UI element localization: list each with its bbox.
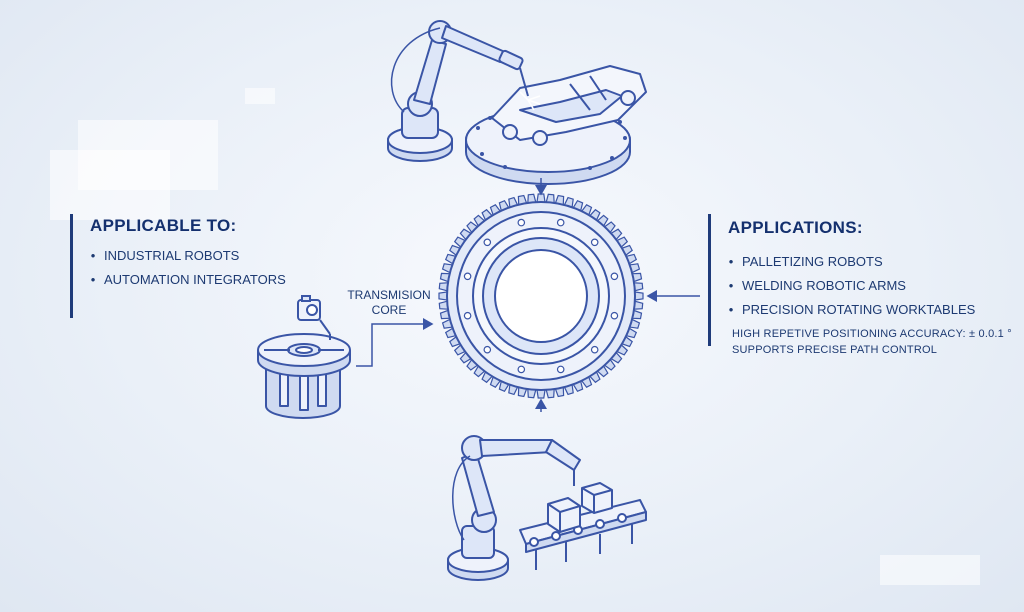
bullet: • bbox=[90, 248, 96, 263]
bolt-hole bbox=[517, 218, 526, 227]
background-glow bbox=[50, 150, 170, 220]
bolt-hole bbox=[517, 365, 526, 374]
background-glow bbox=[880, 555, 980, 585]
slewing-ring-gear-icon bbox=[438, 193, 644, 399]
palletizing-robot-icon bbox=[447, 435, 581, 581]
bullet: • bbox=[728, 254, 734, 269]
background-glow bbox=[245, 88, 275, 104]
list-item: • AUTOMATION INTEGRATORS bbox=[90, 272, 286, 287]
bolt-hole bbox=[556, 218, 565, 227]
core-label-line1: TRANSMISION bbox=[347, 288, 431, 302]
applications-heading: APPLICATIONS: bbox=[728, 218, 863, 237]
list-item: • INDUSTRIAL ROBOTS bbox=[90, 248, 240, 263]
bolt-hole bbox=[463, 311, 472, 320]
rotary-table-icon bbox=[257, 333, 351, 419]
list-item: • PRECISION ROTATING WORKTABLES bbox=[728, 302, 976, 317]
list-item-label: INDUSTRIAL ROBOTS bbox=[104, 248, 240, 263]
accuracy-note: HIGH REPETIVE POSITIONING ACCURACY: ± 0.… bbox=[732, 328, 1012, 340]
transmission-core-label: TRANSMISION CORE bbox=[334, 288, 444, 318]
bolt-hole bbox=[610, 311, 619, 320]
list-item-label: WELDING ROBOTIC ARMS bbox=[742, 278, 906, 293]
bolt-hole bbox=[483, 238, 492, 247]
bolt-hole bbox=[590, 345, 599, 354]
panel-accent-bar bbox=[70, 214, 73, 318]
path-control-note: SUPPORTS PRECISE PATH CONTROL bbox=[732, 344, 938, 356]
conveyor-icon bbox=[519, 482, 647, 570]
panel-accent-bar bbox=[708, 214, 711, 346]
bolt-hole bbox=[556, 365, 565, 374]
list-item-label: AUTOMATION INTEGRATORS bbox=[104, 272, 286, 287]
welding-robot-icon bbox=[387, 20, 647, 185]
bullet: • bbox=[90, 272, 96, 287]
list-item-label: PRECISION ROTATING WORKTABLES bbox=[742, 302, 976, 317]
core-label-line2: CORE bbox=[371, 303, 407, 317]
list-item: • PALLETIZING ROBOTS bbox=[728, 254, 883, 269]
applications-panel: APPLICATIONS: • PALLETIZING ROBOTS • WELDI… bbox=[708, 214, 1018, 346]
bullet: • bbox=[728, 278, 734, 293]
bolt-hole bbox=[483, 345, 492, 354]
bolt-hole bbox=[610, 272, 619, 281]
bolt-hole bbox=[590, 238, 599, 247]
camera-icon bbox=[297, 295, 331, 340]
bullet: • bbox=[728, 302, 734, 317]
applicable-panel: APPLICABLE TO: • INDUSTRIAL ROBOTS • AUTOM… bbox=[70, 214, 300, 318]
bolt-hole bbox=[463, 272, 472, 281]
applicable-heading: APPLICABLE TO: bbox=[90, 216, 237, 235]
connector-arrows bbox=[356, 178, 700, 412]
list-item-label: PALLETIZING ROBOTS bbox=[742, 254, 883, 269]
list-item: • WELDING ROBOTIC ARMS bbox=[728, 278, 906, 293]
